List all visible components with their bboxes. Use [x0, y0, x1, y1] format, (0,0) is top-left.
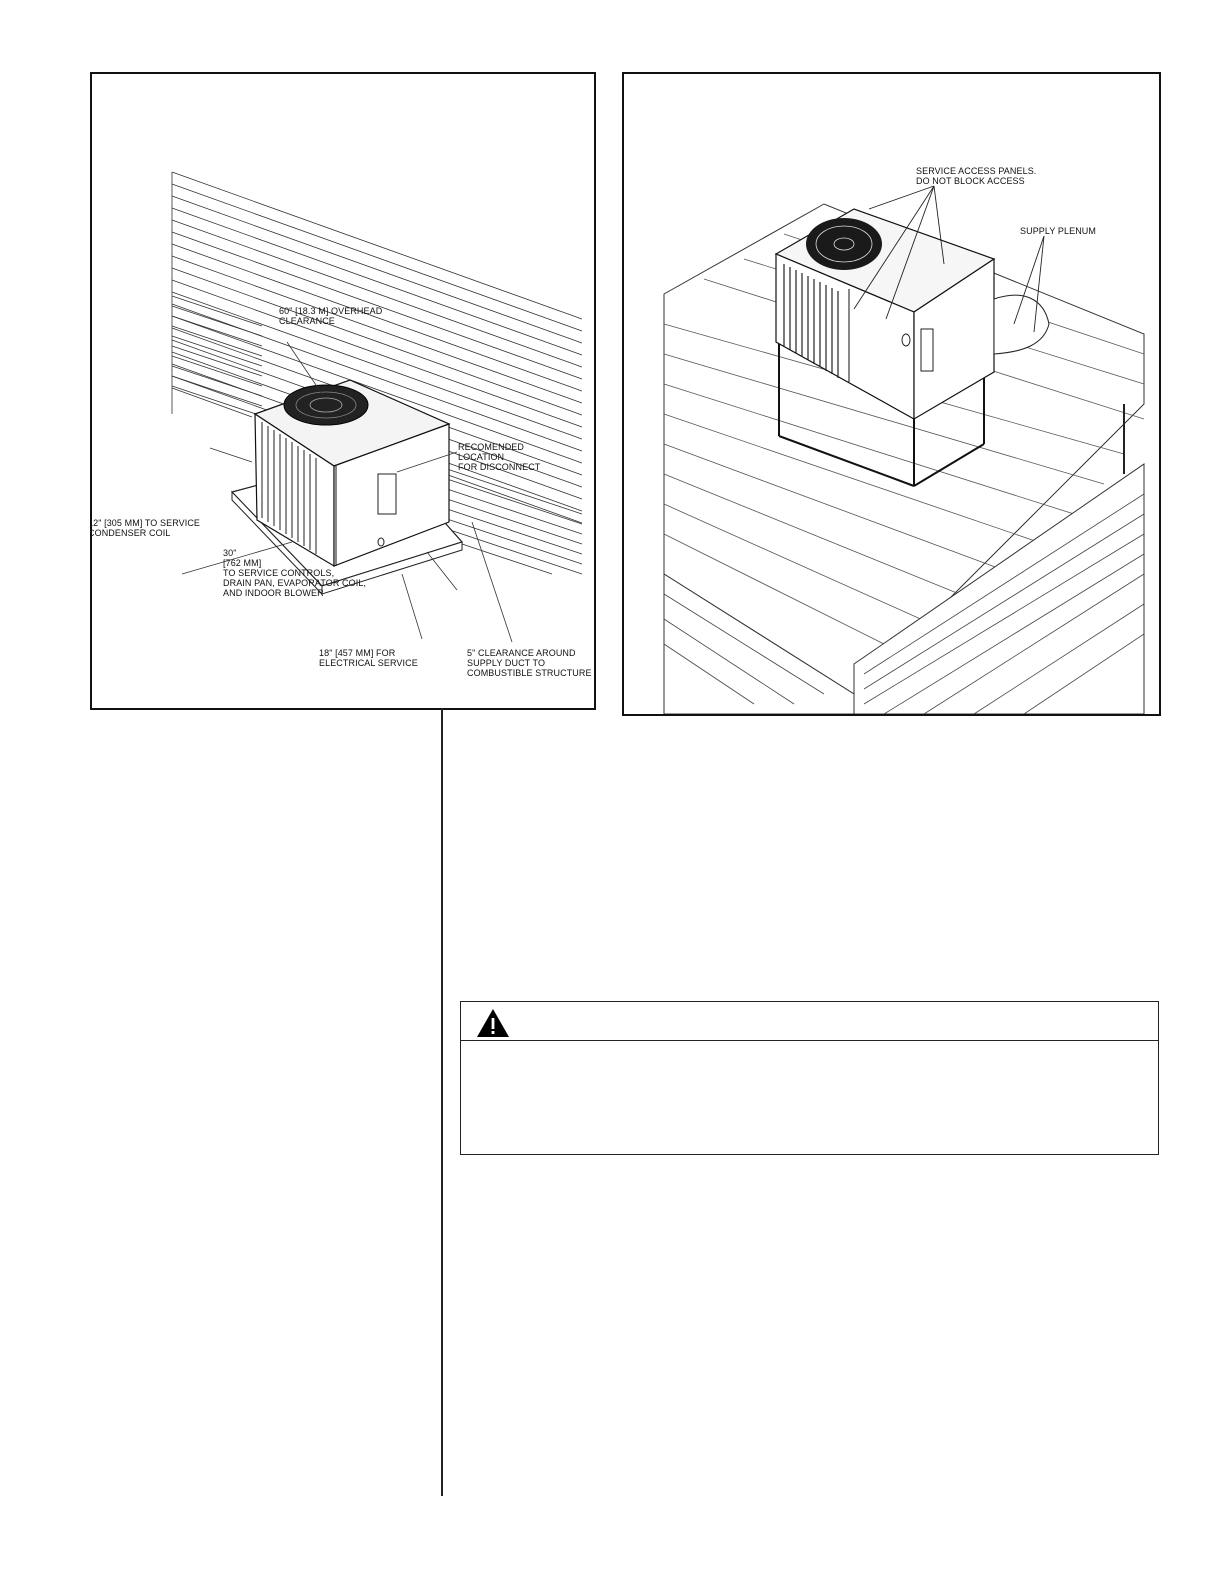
supply-duct-clearance-label: 5" CLEARANCE AROUND SUPPLY DUCT TO COMBU…: [467, 648, 592, 678]
controls-clearance-label: 30" [762 mm] TO SERVICE CONTROLS, DRAIN …: [223, 548, 367, 598]
disconnect-location-label: RECOMENDED LOCATION FOR DISCONNECT: [458, 442, 541, 472]
electrical-service-label: 18" [457 mm] FOR ELECTRICAL SERVICE: [319, 648, 418, 668]
supply-plenum-label: SUPPLY PLENUM: [1020, 226, 1096, 236]
rooftop-unit-drawing: [663, 185, 1145, 714]
rooftop-installation-figure: SERVICE ACCESS PANELS. DO NOT BLOCK ACCE…: [622, 72, 1161, 716]
ground-installation-figure: 60" [18.3 m] OVERHEAD CLEARANCE RECOMEND…: [90, 72, 596, 710]
warning-triangle-icon: [477, 1009, 509, 1037]
condenser-coil-clearance-label: 12" [305 mm] TO SERVICE CONDENSER COIL: [90, 518, 201, 538]
ground-unit-drawing: [171, 171, 583, 643]
overhead-clearance-label: 60" [18.3 m] OVERHEAD CLEARANCE: [279, 306, 383, 326]
column-divider: [441, 708, 443, 1496]
service-access-panels-label: SERVICE ACCESS PANELS. DO NOT BLOCK ACCE…: [916, 166, 1037, 186]
warning-header: [461, 1002, 1158, 1041]
warning-box: [460, 1001, 1159, 1155]
